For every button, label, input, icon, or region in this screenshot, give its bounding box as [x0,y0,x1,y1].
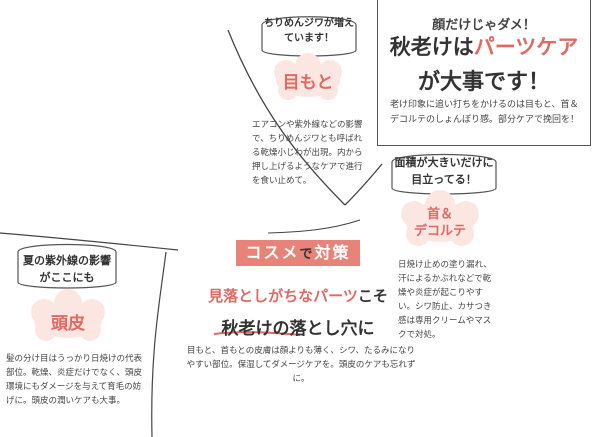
scalp-label: 頭皮 [51,314,85,334]
eyes-label: 目もと [282,73,334,93]
center-body: 目もと、首もとの皮膚は顔よりも薄く、シワ、たるみになりやすい部位。保湿してダメー… [186,346,416,384]
sub-underline [213,331,301,336]
eyes-bubble-text: ちりめんジワが増えています！ [264,18,354,44]
divider-line-right [344,163,383,206]
main-heading-box: 顔だけじゃダメ！ 秋老けはパーツケア が大事です！ 老け印象に追い打ちをかけるの… [377,0,591,146]
scalp-bubble-text: 夏の紫外線の影響がここにも [23,254,111,284]
neck-body: 日焼け止めの塗り漏れ、汗によるかぶれなどで乾燥や炎症が起こりやすい。シワ防止、カ… [398,260,492,340]
divider-line-left-top [0,232,179,251]
center-banner-taisaku: 対策 [314,243,351,262]
main-heading-body: 老け印象に追い打ちをかけるのは目もと、首＆デコルテのしょんぼり感。部分ケアで挽回… [390,100,580,125]
eyes-cloud [274,53,342,100]
scalp-bubble-shape [17,243,117,289]
center-sub2: 秋老けの落とし穴に [186,314,410,339]
neck-label-line1: 首＆ [426,207,453,222]
main-heading-akifuke: 秋老け [389,35,453,59]
neck-bubble-shape [391,153,497,195]
center-sub2-b: の落とし穴に [272,319,375,339]
divider-line-left [151,251,167,437]
scalp-cloud [31,289,105,341]
divider-line-center [267,219,361,234]
center-sub2-a: 秋老け [221,319,273,339]
neck-bubble-text: 面積が大きいだけに目立ってる！ [394,156,494,186]
main-heading-line2: 秋老けはパーツケア [378,34,590,60]
scalp-body: 髪の分け目はうっかり日焼けの代表部位。乾燥、炎症だけでなく、頭皮環境にもダメージ… [6,354,143,406]
divider-line-upper [227,29,346,206]
neck-label: 首＆ デコルテ [404,206,476,240]
center-sub1: 見落としがちなパーツこそ [186,285,410,306]
eyes-body: エアコンや紫外線などの影響で、ちりめんジワとも呼ばれる乾燥小じわが出現。内から押… [252,120,363,186]
center-sub1-a: 見落としがちな [208,287,314,305]
neck-cloud [401,190,479,246]
main-heading-line1: 顔だけじゃダメ！ [432,18,536,33]
center-banner: コスメで対策 [236,240,360,266]
eyes-bubble-shape [261,16,357,57]
main-heading-partscare: パーツケア [473,35,579,59]
main-heading-line3: が大事です！ [417,70,550,95]
center-banner-cosme: コスメ [245,243,300,262]
center-sub1-b: パーツ [313,287,358,305]
center-sub1-c: こそ [357,287,388,305]
main-heading-ha: は [452,35,474,59]
center-banner-de: で [299,247,315,262]
neck-label-line2: デコルテ [413,224,466,239]
